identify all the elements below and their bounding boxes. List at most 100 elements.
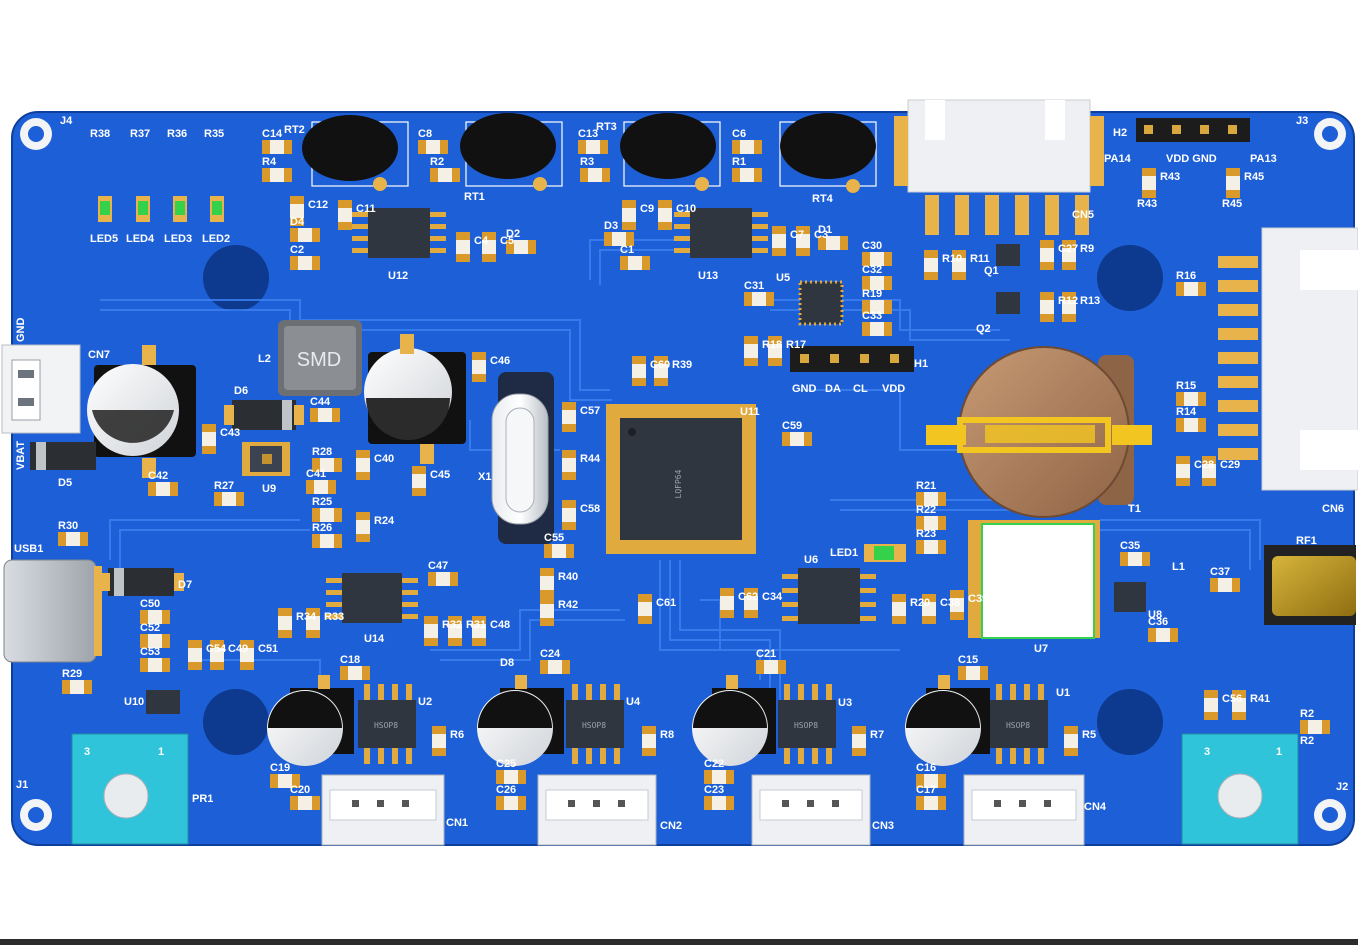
trimmer-left-1: 1 xyxy=(158,746,164,758)
passive-c3 xyxy=(796,226,810,256)
bottom-connectors xyxy=(321,774,1085,846)
ref-r37: R37 xyxy=(130,128,150,140)
passive-c44 xyxy=(310,408,340,422)
h1-pin-da: DA xyxy=(825,383,841,395)
ref-d8: D8 xyxy=(500,657,514,669)
label-c42: C42 xyxy=(148,470,168,482)
header-h1 xyxy=(790,346,914,372)
label-r9: R9 xyxy=(1080,243,1094,255)
label-c26: C26 xyxy=(496,784,516,796)
passive-c45 xyxy=(412,466,426,496)
label-r10: R10 xyxy=(942,253,962,265)
svg-text:HSOP8: HSOP8 xyxy=(1006,721,1030,730)
ref-u12: U12 xyxy=(388,270,408,282)
label-r2b: R2 xyxy=(1300,708,1314,720)
label-r26: R26 xyxy=(312,522,332,534)
passive-c25 xyxy=(496,770,526,784)
ref-pr1: PR1 xyxy=(192,793,213,805)
label-r15: R15 xyxy=(1176,380,1196,392)
passive-c14 xyxy=(262,140,292,154)
label-c11: C11 xyxy=(356,203,376,215)
passive-r41 xyxy=(1232,690,1246,720)
passive-c26 xyxy=(496,796,526,810)
label-c18: C18 xyxy=(340,654,360,666)
ref-u4: U4 xyxy=(626,696,641,708)
label-gnd-side: GND xyxy=(15,318,27,343)
label-r4: R4 xyxy=(262,156,277,168)
ref-x1: X1 xyxy=(478,471,491,483)
passive-r12 xyxy=(1040,292,1054,322)
passive-c32 xyxy=(862,276,892,290)
svg-text:HSOP8: HSOP8 xyxy=(794,721,818,730)
label-r33: R33 xyxy=(324,611,344,623)
passive-c30 xyxy=(862,252,892,266)
ref-q2: Q2 xyxy=(976,323,991,335)
label-r28: R28 xyxy=(312,446,332,458)
passive-r13 xyxy=(1062,292,1076,322)
passive-c42 xyxy=(148,482,178,496)
passive-r10 xyxy=(924,250,938,280)
label-d1: D1 xyxy=(818,224,832,236)
label-r34: R34 xyxy=(296,611,317,623)
label-r22: R22 xyxy=(916,504,936,516)
passive-c62 xyxy=(720,588,734,618)
ref-cn1: CN1 xyxy=(446,817,468,829)
passive-c23 xyxy=(704,796,734,810)
passive-r15 xyxy=(1176,392,1206,406)
label-r43: R43 xyxy=(1160,171,1180,183)
label-c46: C46 xyxy=(490,355,510,367)
trimmer-right-3: 3 xyxy=(1204,746,1210,758)
label-r29: R29 xyxy=(62,668,82,680)
label-c19: C19 xyxy=(270,762,290,774)
passive-c36 xyxy=(1148,628,1178,642)
label-c62: C62 xyxy=(738,591,758,603)
passive-r44 xyxy=(562,450,576,480)
h1-pin-gnd: GND xyxy=(792,383,817,395)
label-d2: D2 xyxy=(506,228,520,240)
usb-c-port xyxy=(3,559,102,663)
crystal-x1 xyxy=(491,372,554,544)
label-c31: C31 xyxy=(744,280,764,292)
label-c1: C1 xyxy=(620,244,634,256)
passive-c6 xyxy=(732,140,762,154)
passive-c15 xyxy=(958,666,988,680)
label-c35: C35 xyxy=(1120,540,1140,552)
passive-c22 xyxy=(704,770,734,784)
passive-r5 xyxy=(1064,726,1078,756)
label-c13: C13 xyxy=(578,128,598,140)
passive-r2 xyxy=(430,168,460,182)
label-c20: C20 xyxy=(290,784,310,796)
label-c36: C36 xyxy=(1148,616,1168,628)
ref-j4: J4 xyxy=(60,115,73,127)
passive-d4 xyxy=(290,228,320,242)
passive-c59 xyxy=(782,432,812,446)
passive-r6 xyxy=(432,726,446,756)
connector-cn6 xyxy=(1218,227,1358,491)
passive-r2b xyxy=(1300,720,1330,734)
passive-r39 xyxy=(654,356,668,386)
label-c17: C17 xyxy=(916,784,936,796)
passive-r33 xyxy=(306,608,320,638)
copper-traces xyxy=(100,239,1261,700)
ref-u1: U1 xyxy=(1056,687,1070,699)
label-r18: R18 xyxy=(762,339,782,351)
passive-c52 xyxy=(140,634,170,648)
passive-c1 xyxy=(620,256,650,270)
passive-r18 xyxy=(744,336,758,366)
passive-c53 xyxy=(140,658,170,672)
passive-r16 xyxy=(1176,282,1206,296)
ref-u3: U3 xyxy=(838,697,852,709)
label-c16: C16 xyxy=(916,762,936,774)
label-r7: R7 xyxy=(870,729,884,741)
label-d3: D3 xyxy=(604,220,618,232)
label-r5: R5 xyxy=(1082,729,1096,741)
label-r21: R21 xyxy=(916,480,936,492)
passive-c4 xyxy=(456,232,470,262)
passive-c24 xyxy=(540,660,570,674)
thermistors xyxy=(302,113,877,193)
passive-c19 xyxy=(270,774,300,788)
label-h2-pins: VDD GND xyxy=(1166,153,1217,165)
label-r45: R45 xyxy=(1244,171,1264,183)
ref-usb1: USB1 xyxy=(14,543,43,555)
trimmer-left-3: 3 xyxy=(84,746,90,758)
